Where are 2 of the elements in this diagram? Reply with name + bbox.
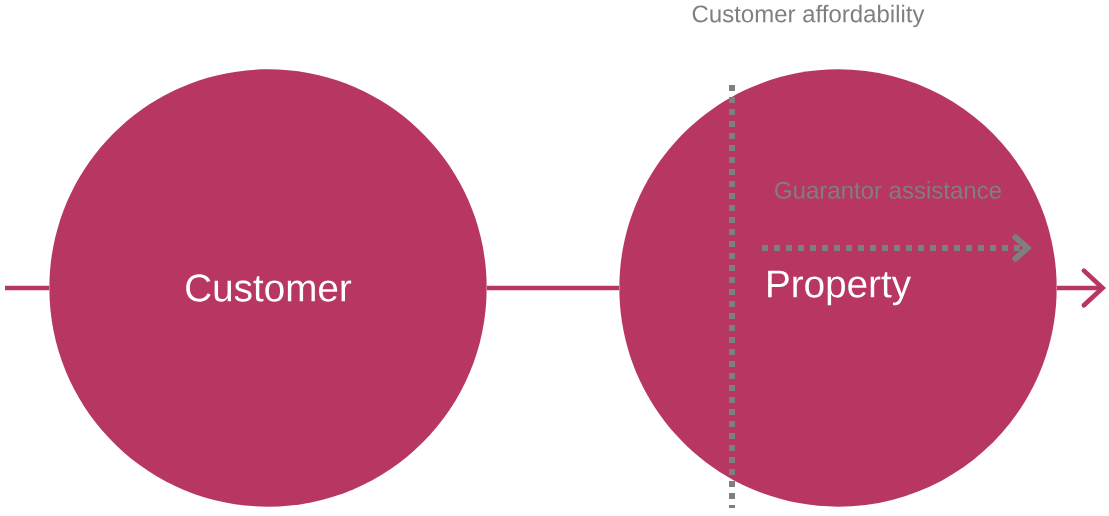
label-text: Customer affordability — [692, 4, 925, 28]
label-text: Guarantor assistance — [775, 181, 1001, 199]
